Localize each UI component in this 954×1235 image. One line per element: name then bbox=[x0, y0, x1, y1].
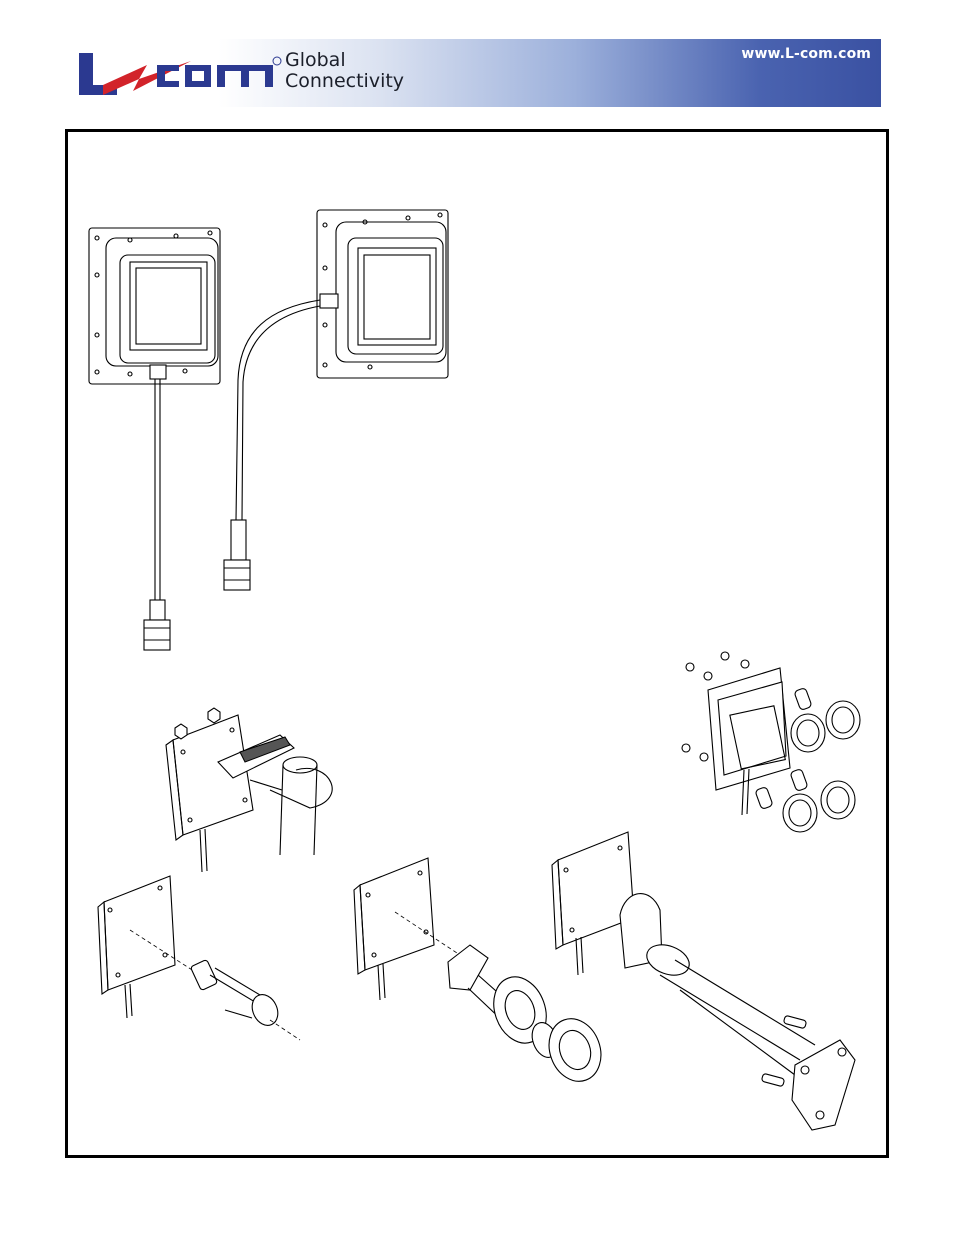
pole-u-bolt-mount bbox=[166, 708, 332, 872]
articulating-arm-wall-mount bbox=[552, 832, 855, 1130]
suction-cup-window-mount bbox=[682, 652, 860, 832]
antenna-with-bottom-cable bbox=[89, 228, 220, 650]
tilt-swivel-wall-mount bbox=[98, 876, 300, 1040]
antenna-with-side-cable bbox=[224, 210, 448, 590]
